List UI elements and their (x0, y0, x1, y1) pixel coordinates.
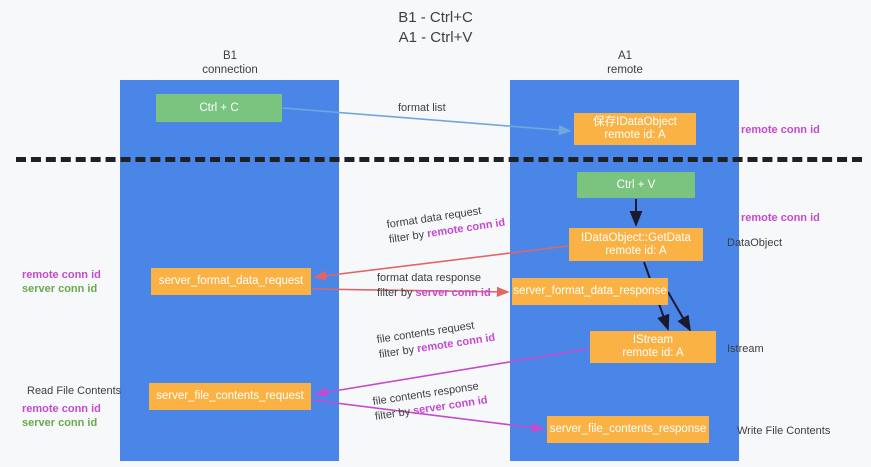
node-idataobject[interactable]: 保存IDataObject remote id: A (574, 113, 696, 145)
lane-header-a1: A1 remote (510, 49, 740, 77)
edge-label-fdresp-prefix: filter by (377, 287, 416, 299)
lane-header-b1: B1 connection (120, 49, 340, 77)
edge-label-format-list: format list (398, 101, 446, 116)
annotation-write-file-contents: Write File Contents (737, 424, 830, 438)
annotation-istream-text: Istream (727, 343, 764, 355)
edge-label-fdresp-line1: format data response (377, 272, 481, 284)
node-ctrl-c[interactable]: Ctrl + C (156, 94, 282, 122)
lane-header-a1-name: A1 (617, 50, 633, 62)
edge-label-fdresp-line2: filter by server conn id (377, 286, 491, 301)
edge-label-fdresp-highlight: server conn id (415, 287, 491, 299)
annotation-read-file-contents: Read File Contents (27, 384, 121, 398)
node-istream-label: IStream (632, 334, 674, 346)
node-idataobject-label: 保存IDataObject (593, 116, 677, 128)
title-line-2: A1 - Ctrl+V (398, 29, 473, 46)
annotation-left-conn-ids-top: remote conn id server conn id (22, 268, 101, 296)
annotation-dataobject: DataObject (727, 236, 782, 250)
edge-label-file-contents-response: file contents response filter by server … (372, 378, 489, 424)
edge-label-format-data-response: format data response filter by server co… (377, 271, 491, 301)
node-sfd-response-label: server_format_data_response (513, 285, 667, 297)
annotation-remote-conn-id-top: remote conn id (741, 123, 820, 137)
lane-header-b1-name: B1 (222, 50, 238, 62)
title-line-1: B1 - Ctrl+C (398, 9, 473, 26)
page-title: B1 - Ctrl+C A1 - Ctrl+V (0, 8, 871, 48)
annotation-left-remote-conn-id: remote conn id (22, 269, 101, 281)
edge-label-format-list-line1: format list (398, 102, 446, 114)
annotation-left-remote-conn-id-2: remote conn id (22, 403, 101, 415)
phase-divider (16, 157, 862, 162)
annotation-dataobject-text: DataObject (727, 237, 783, 249)
node-idataobject-getdata[interactable]: IDataObject::GetData remote id: A (569, 228, 703, 261)
annotation-remote-conn-id-mid-text: remote conn id (741, 212, 820, 224)
annotation-left-server-conn-id: server conn id (22, 283, 98, 295)
node-server-format-data-request[interactable]: server_format_data_request (151, 268, 311, 295)
annotation-write-file-contents-text: Write File Contents (737, 425, 831, 437)
node-ctrl-v-label: Ctrl + V (616, 178, 656, 191)
node-getdata-sub: remote id: A (605, 244, 667, 257)
annotation-left-server-conn-id-2: server conn id (22, 417, 98, 429)
annotation-read-file-contents-text: Read File Contents (27, 385, 122, 397)
annotation-left-conn-ids-bottom: remote conn id server conn id (22, 402, 101, 430)
annotation-istream: Istream (727, 342, 764, 356)
node-ctrl-v[interactable]: Ctrl + V (577, 172, 695, 198)
node-server-file-contents-response[interactable]: server_file_contents_response (547, 416, 709, 443)
node-server-format-data-response[interactable]: server_format_data_response (512, 278, 668, 305)
annotation-remote-conn-id-mid: remote conn id (741, 211, 820, 225)
node-sfc-response-label: server_file_contents_response (549, 423, 707, 435)
lane-header-b1-sub: connection (202, 64, 258, 76)
annotation-remote-conn-id-top-text: remote conn id (741, 124, 820, 136)
node-getdata-label: IDataObject::GetData (581, 231, 691, 244)
edge-label-format-data-request: format data request filter by remote con… (386, 201, 507, 248)
node-server-file-contents-request[interactable]: server_file_contents_request (149, 383, 311, 410)
node-ctrl-c-label: Ctrl + C (199, 101, 239, 114)
node-istream[interactable]: IStream remote id: A (590, 331, 716, 363)
edge-label-file-contents-request: file contents request filter by remote c… (376, 316, 497, 363)
node-idataobject-sub: remote id: A (604, 129, 666, 141)
node-istream-sub: remote id: A (622, 347, 684, 359)
lane-header-a1-sub: remote (607, 64, 643, 76)
node-sfc-request-label: server_file_contents_request (156, 390, 304, 402)
node-sfd-request-label: server_format_data_request (158, 275, 304, 287)
